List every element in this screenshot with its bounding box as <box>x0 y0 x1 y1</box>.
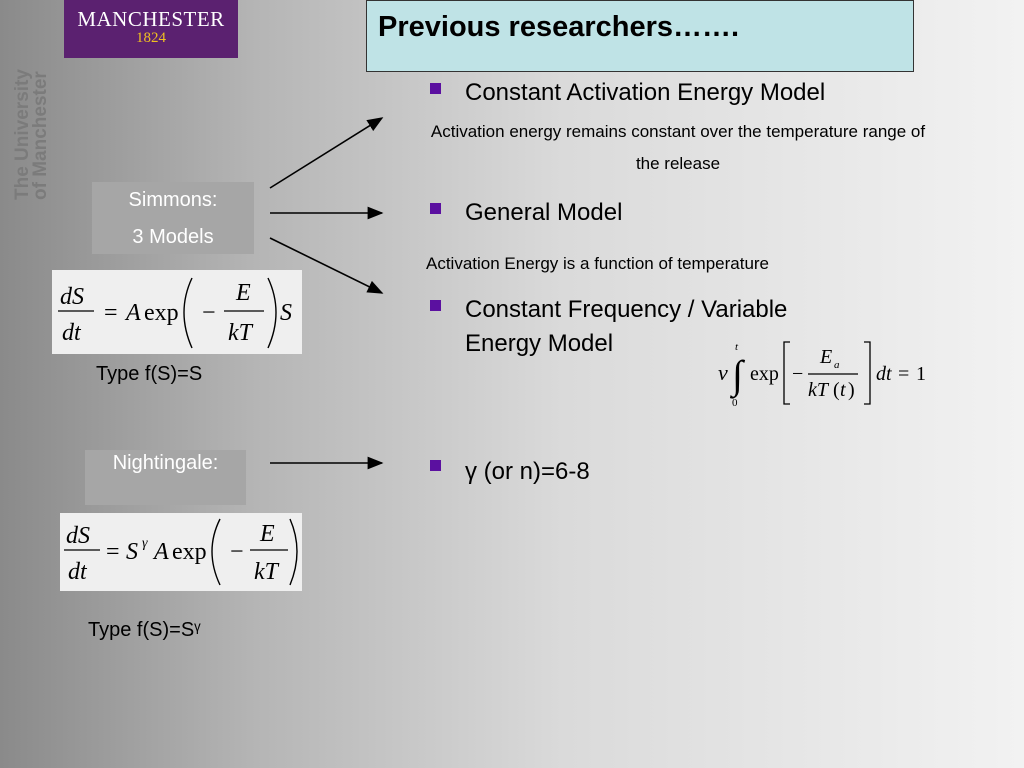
logo-year: 1824 <box>136 30 166 46</box>
svg-text:): ) <box>848 379 855 401</box>
simmons-box: Simmons: 3 Models <box>92 182 254 254</box>
equation-constant-frequency: ν ∫ t 0 exp − E a kT ( t ) dt = 1 <box>718 341 926 409</box>
svg-text:dt: dt <box>876 363 892 385</box>
svg-text:E: E <box>819 346 832 368</box>
svg-text:dt: dt <box>62 320 82 346</box>
nightingale-label: Nightingale: <box>112 452 219 474</box>
equation-simmons: dS dt = A exp − E kT S <box>52 270 302 354</box>
svg-text:kT: kT <box>228 320 254 346</box>
equation-nightingale-svg: dS dt = S γ A exp − E kT <box>64 518 298 586</box>
svg-text:(: ( <box>833 379 840 401</box>
bullet-sub-2: Activation Energy is a function of tempe… <box>426 254 770 273</box>
type1-label: Type f(S)=S <box>96 363 203 385</box>
svg-text:t: t <box>840 379 846 401</box>
bullet-marker-4 <box>430 460 441 471</box>
bullet-marker-1 <box>430 83 441 94</box>
svg-text:t: t <box>735 341 739 353</box>
type2-label: Type f(S)=Sᵞ <box>88 619 201 641</box>
bullet-sub-1: Activation energy remains constant over … <box>430 122 926 173</box>
svg-text:dt: dt <box>68 559 88 585</box>
equation-nightingale: dS dt = S γ A exp − E kT <box>60 513 302 591</box>
svg-text:=: = <box>898 363 909 385</box>
svg-text:=: = <box>104 300 118 326</box>
svg-text:1: 1 <box>916 363 926 385</box>
svg-text:γ: γ <box>142 536 148 551</box>
svg-text:kT: kT <box>808 379 830 401</box>
bullet-heading-1: Constant Activation Energy Model <box>465 79 826 106</box>
svg-text:dS: dS <box>66 523 90 549</box>
bullet-marker-2 <box>430 203 441 214</box>
svg-text:a: a <box>834 359 840 371</box>
bullet-heading-4: γ (or n)=6-8 <box>465 458 590 485</box>
university-logo: MANCHESTER 1824 <box>64 0 238 58</box>
bullet-marker-3 <box>430 300 441 311</box>
svg-text:A: A <box>152 539 169 565</box>
svg-text:0: 0 <box>732 397 738 409</box>
simmons-models: 3 Models <box>132 226 214 248</box>
svg-text:exp: exp <box>172 539 207 565</box>
slide-title-box: Previous researchers……. <box>366 0 914 72</box>
svg-text:S: S <box>280 300 292 326</box>
svg-text:E: E <box>235 280 251 306</box>
svg-text:=: = <box>106 539 120 565</box>
svg-text:−: − <box>792 363 803 385</box>
slide-title: Previous researchers……. <box>378 11 740 43</box>
svg-text:exp: exp <box>144 300 179 326</box>
svg-text:S: S <box>126 539 138 565</box>
svg-text:dS: dS <box>60 284 84 310</box>
equation-simmons-svg: dS dt = A exp − E kT S <box>58 277 292 349</box>
svg-text:kT: kT <box>254 559 280 585</box>
bullet-heading-3: Constant Frequency / Variable Energy Mod… <box>465 296 788 357</box>
logo-name: MANCHESTER <box>77 7 225 31</box>
simmons-label: Simmons: <box>128 189 218 211</box>
svg-text:−: − <box>202 300 216 326</box>
arrow-to-constant-frequency <box>269 237 384 294</box>
svg-text:ν: ν <box>718 360 728 385</box>
bullet-heading-2: General Model <box>465 199 623 226</box>
nightingale-box: Nightingale: <box>85 450 246 505</box>
svg-text:E: E <box>259 521 275 547</box>
svg-text:−: − <box>230 539 244 565</box>
arrow-to-constant-activation <box>269 117 384 189</box>
svg-text:exp: exp <box>750 363 779 385</box>
svg-text:∫: ∫ <box>729 352 746 399</box>
svg-text:A: A <box>124 300 141 326</box>
